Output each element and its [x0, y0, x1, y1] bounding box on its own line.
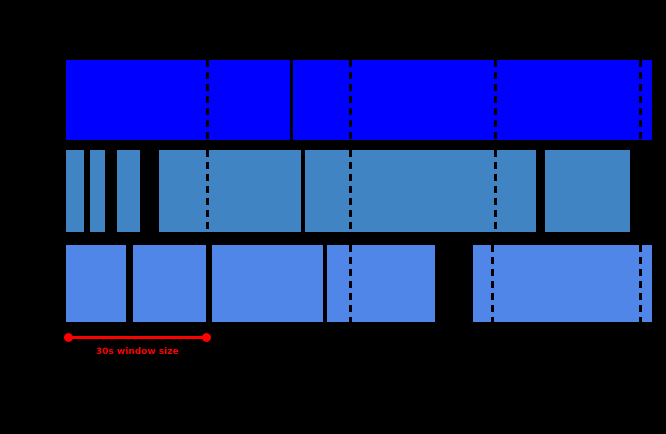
- window-boundary-dashed-line: [494, 150, 497, 232]
- window-boundary-dashed-line: [494, 60, 497, 140]
- window-boundary-dashed-line: [491, 245, 494, 322]
- segment-bar: [473, 245, 652, 322]
- segment-bar: [66, 150, 84, 232]
- segment-bar: [293, 60, 652, 140]
- window-boundary-dashed-line: [349, 245, 352, 322]
- segment-bar: [545, 150, 630, 232]
- segment-bar: [305, 150, 536, 232]
- timeline-lane-row-0: [0, 60, 666, 140]
- segment-bar: [66, 60, 290, 140]
- segment-bar: [133, 245, 206, 322]
- window-boundary-dashed-line: [349, 150, 352, 232]
- timeline-lane-row-2: [0, 245, 666, 322]
- window-size-bracket-start-dot: [64, 333, 73, 342]
- window-size-bracket-line: [68, 336, 206, 339]
- window-size-bracket-end-dot: [202, 333, 211, 342]
- window-boundary-dashed-line: [349, 60, 352, 140]
- window-boundary-dashed-line: [206, 60, 209, 140]
- window-boundary-dashed-line: [206, 150, 209, 232]
- segment-bar: [66, 245, 126, 322]
- window-boundary-dashed-line: [639, 245, 642, 322]
- timeline-lane-row-1: [0, 150, 666, 232]
- segment-bar: [212, 245, 323, 322]
- segment-bar: [159, 150, 301, 232]
- segment-bar: [117, 150, 140, 232]
- window-size-label: 30s window size: [96, 347, 179, 357]
- window-boundary-dashed-line: [639, 60, 642, 140]
- segment-bar: [327, 245, 435, 322]
- segment-bar: [90, 150, 105, 232]
